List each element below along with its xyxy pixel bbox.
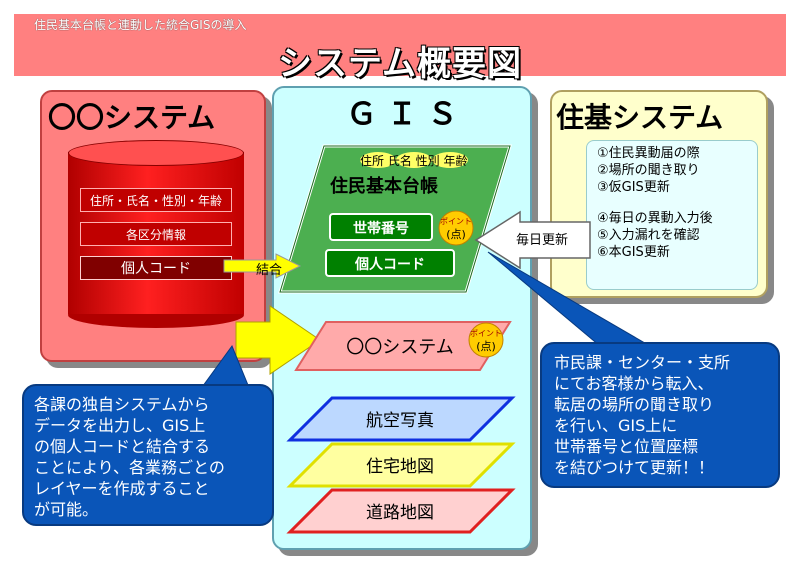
callout-line: ことにより、各業務ごとの — [34, 458, 225, 477]
join-label: 結合 — [256, 263, 282, 278]
callout-line: が可能。 — [34, 500, 99, 519]
callout-line: 世帯番号と位置座標 — [554, 437, 699, 456]
registry-personal-code-label: 個人コード — [354, 256, 425, 273]
step-item: ④毎日の異動入力後 — [597, 211, 713, 226]
point-badge — [438, 210, 474, 246]
registry-title: 住民基本台帳 — [330, 175, 438, 197]
database-cylinder-top — [68, 140, 244, 166]
right-callout: 市民課・センター・支所 にてお客様から転入、 転居の場所の聞き取り を行い、GI… — [540, 342, 780, 488]
step-item: ①住民異動届の際 — [597, 146, 700, 161]
callout-line: 転居の場所の聞き取り — [554, 395, 715, 414]
other-system-layer-label: 〇〇システム — [346, 337, 453, 358]
registry-field-labels: 住所 氏名 性別 年齢 — [360, 153, 467, 168]
right-callout-pointer — [487, 251, 652, 347]
callout-line: を行い、GIS上に — [554, 416, 678, 435]
export-arrow — [235, 305, 321, 375]
housing-map-layer — [286, 442, 516, 488]
header-banner: 住民基本台帳と連動した統合GISの導入 システム概要図 — [14, 14, 786, 84]
callout-line: の個人コードと結合する — [34, 437, 211, 456]
header-subtitle: 住民基本台帳と連動した統合GISの導入 — [34, 18, 247, 32]
aerial-photo-layer — [286, 396, 516, 442]
label-highlight — [432, 152, 468, 168]
callout-line: を結びつけて更新！！ — [554, 458, 715, 477]
point-badge-label: ポイント — [440, 217, 472, 226]
db-field-personal-code: 個人コード — [80, 256, 232, 280]
point-badge-label: ポイント — [470, 329, 502, 338]
label-highlight — [360, 152, 396, 168]
join-arrow — [223, 253, 302, 279]
callout-line: データを出力し、GIS上 — [34, 416, 206, 435]
callout-line: 市民課・センター・支所 — [554, 353, 731, 372]
daily-update-arrow — [474, 210, 591, 270]
callout-line: レイヤーを作成すること — [34, 479, 210, 498]
road-map-label: 道路地図 — [366, 503, 434, 523]
center-panel-title: Ｇ Ｉ Ｓ — [347, 97, 458, 132]
callout-line: にてお客様から転入、 — [554, 374, 714, 393]
update-steps-list: ①住民異動届の際 ②場所の聞き取り ③仮GIS更新 ④毎日の異動入力後 ⑤入力漏… — [586, 140, 758, 290]
housing-map-label: 住宅地図 — [366, 457, 434, 477]
road-map-layer — [286, 488, 516, 534]
point-badge-sub: (点) — [446, 228, 466, 241]
daily-update-label: 毎日更新 — [516, 232, 568, 248]
point-badge — [468, 322, 504, 358]
db-field-category: 各区分情報 — [80, 222, 232, 246]
aerial-photo-label: 航空写真 — [366, 411, 434, 431]
left-panel-title: 〇〇システム — [48, 101, 216, 134]
registry-personal-code-box — [325, 249, 455, 277]
db-field-address: 住所・氏名・性別・年齢 — [80, 188, 232, 212]
label-highlight — [396, 152, 432, 168]
left-callout: 各課の独自システムから データを出力し、GIS上 の個人コードと結合する ことに… — [22, 384, 274, 526]
point-badge-sub: (点) — [476, 340, 496, 353]
callout-line: 各課の独自システムから — [34, 395, 210, 414]
right-panel-title: 住基システム — [556, 101, 724, 134]
page-title: システム概要図 — [278, 44, 522, 84]
step-item: ②場所の聞き取り — [597, 163, 700, 178]
step-item: ⑥本GIS更新 — [597, 245, 670, 260]
household-number-label: 世帯番号 — [353, 220, 409, 237]
step-item: ⑤入力漏れを確認 — [597, 228, 700, 243]
step-item: ③仮GIS更新 — [597, 180, 670, 195]
household-number-box — [329, 213, 433, 241]
other-system-layer — [294, 321, 512, 371]
